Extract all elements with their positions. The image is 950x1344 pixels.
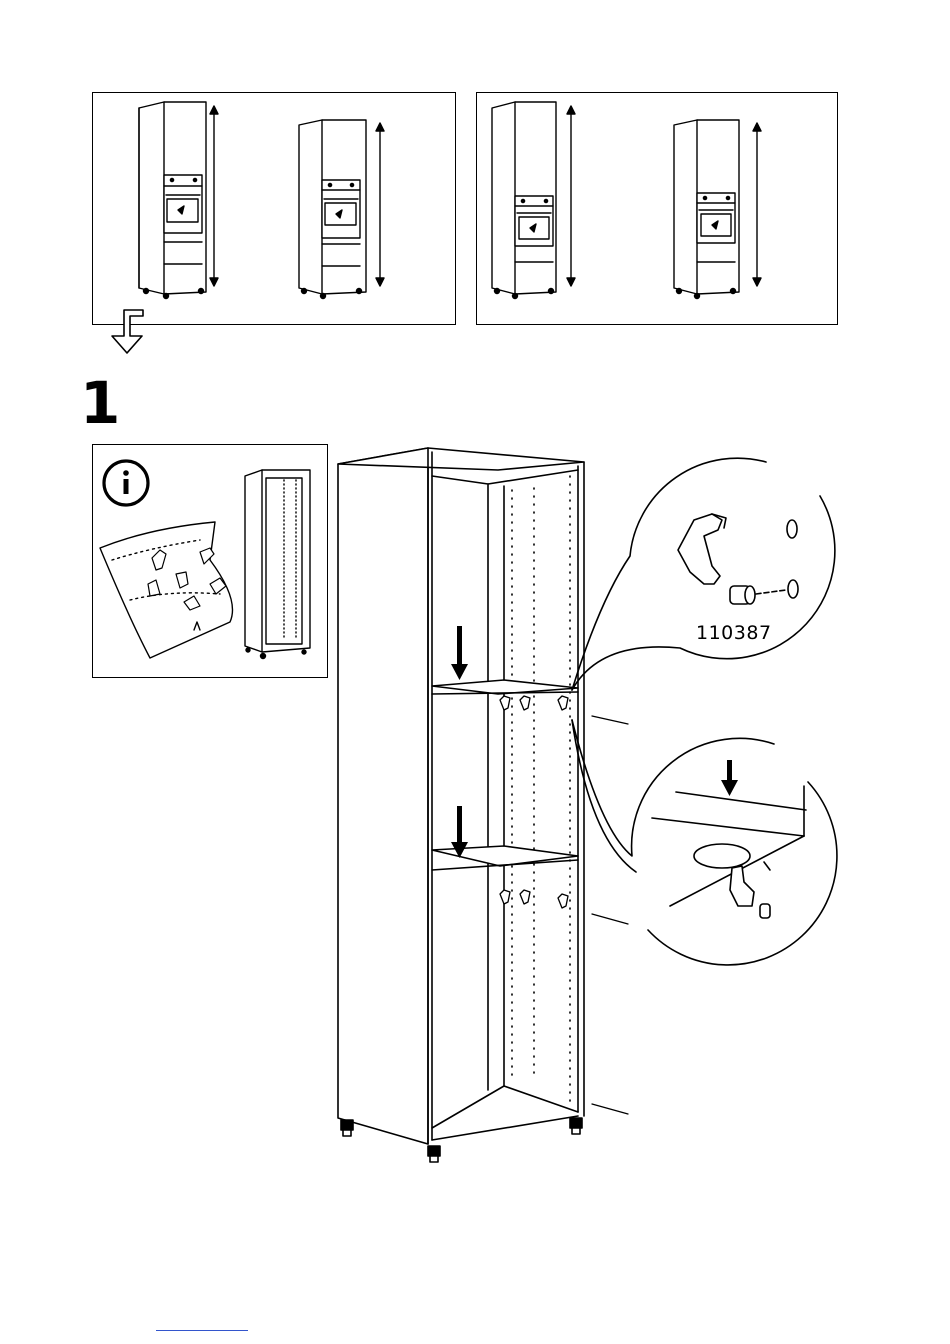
cabinet-frame-thumbnail <box>245 470 310 659</box>
cabinet-oven-variant-3 <box>492 102 575 299</box>
arrow-down-icon <box>112 310 143 353</box>
leader-lines <box>592 716 628 1114</box>
parts-bag <box>100 522 233 658</box>
footer-link[interactable] <box>156 1330 248 1331</box>
arrow-down-icon <box>451 626 468 858</box>
detail-callout-part <box>572 458 835 690</box>
cabinet-oven-variant-1 <box>139 102 218 299</box>
detail-callout-shelf <box>572 720 837 965</box>
part-number-label: 110387 <box>696 622 772 644</box>
info-icon <box>104 461 148 505</box>
cabinet-oven-variant-2 <box>299 120 384 299</box>
step-number: 1 <box>80 374 120 432</box>
main-cabinet <box>338 448 584 1162</box>
cabinet-oven-variant-4 <box>674 120 761 299</box>
